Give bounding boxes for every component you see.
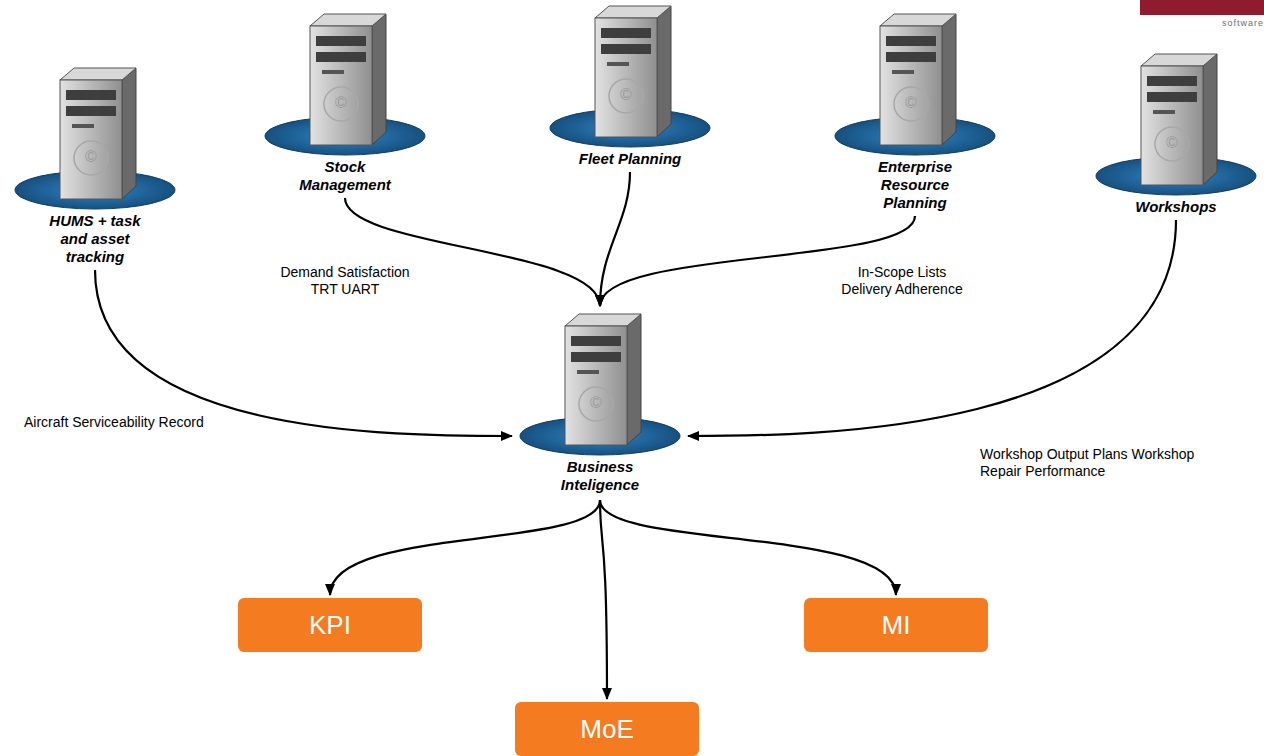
drive-bay — [571, 352, 621, 362]
server-side — [942, 14, 956, 145]
system-label: Fleet Planning — [550, 150, 710, 168]
flow-label: Aircraft Serviceability Record — [22, 414, 206, 431]
server-front — [880, 26, 942, 145]
watermark-ring — [609, 79, 643, 113]
watermark: © — [85, 148, 97, 166]
server-top — [880, 14, 956, 26]
drive-slot — [607, 62, 629, 66]
drive-slot — [322, 70, 344, 74]
server-icon — [830, 8, 1000, 158]
system-label: Enterprise Resource Planning — [863, 158, 967, 212]
drive-slot — [72, 124, 94, 128]
output-box: KPI — [238, 598, 422, 652]
output-label: MI — [882, 610, 911, 641]
data-flow-arrow — [600, 500, 607, 699]
flow-label: Workshop Output Plans Workshop Repair Pe… — [978, 446, 1197, 480]
watermark-ring — [74, 141, 108, 175]
output-label: MoE — [580, 714, 633, 745]
server-top — [595, 6, 671, 18]
watermark-ring — [1155, 127, 1189, 161]
server-front — [565, 326, 627, 445]
server-node: Fleet Planning — [545, 0, 715, 168]
system-label: HUMS + task and asset tracking — [39, 212, 151, 266]
watermark: © — [590, 394, 602, 412]
server-front — [595, 18, 657, 137]
server-front — [310, 26, 372, 145]
watermark-ring — [894, 87, 928, 121]
server-top — [310, 14, 386, 26]
server-node: Workshops — [1091, 48, 1261, 216]
flow-label: In-Scope Lists Delivery Adherence — [832, 264, 972, 298]
data-flow-arrow — [688, 220, 1176, 436]
server-side — [1203, 54, 1217, 185]
drive-bay — [886, 36, 936, 46]
drive-slot — [577, 370, 599, 374]
watermark: © — [1166, 134, 1178, 152]
drive-bay — [1147, 92, 1197, 102]
system-label: Business Inteligence — [540, 458, 660, 494]
server-icon — [545, 0, 715, 150]
drive-bay — [1147, 76, 1197, 86]
server-top — [1141, 54, 1217, 66]
server-side — [657, 6, 671, 137]
output-label: KPI — [309, 610, 351, 641]
output-box: MoE — [515, 702, 699, 756]
brand-text: software — [1222, 18, 1264, 28]
server-side — [372, 14, 386, 145]
drive-bay — [66, 106, 116, 116]
server-icon — [1091, 48, 1261, 198]
drive-bay — [886, 52, 936, 62]
system-label: Stock Management — [285, 158, 405, 194]
drive-bay — [571, 336, 621, 346]
watermark: © — [335, 94, 347, 112]
watermark: © — [905, 94, 917, 112]
data-flow-arrow — [330, 500, 600, 595]
drive-slot — [1153, 110, 1175, 114]
drive-bay — [316, 52, 366, 62]
server-icon — [260, 8, 430, 158]
server-front — [60, 80, 122, 199]
watermark: © — [620, 86, 632, 104]
system-label: Workshops — [1116, 198, 1236, 216]
server-side — [627, 314, 641, 445]
drive-bay — [316, 36, 366, 46]
drive-bay — [601, 44, 651, 54]
data-flow-arrow — [600, 500, 896, 595]
watermark-ring — [324, 87, 358, 121]
flow-label: Demand Satisfaction TRT UART — [268, 264, 422, 298]
server-icon — [515, 308, 685, 458]
brand-bar — [1140, 0, 1264, 15]
server-front — [1141, 66, 1203, 185]
drive-bay — [66, 90, 116, 100]
server-icon — [10, 62, 180, 212]
watermark-ring — [579, 387, 613, 421]
drive-slot — [892, 70, 914, 74]
drive-bay — [601, 28, 651, 38]
server-top — [60, 68, 136, 80]
output-box: MI — [804, 598, 988, 652]
server-side — [122, 68, 136, 199]
server-top — [565, 314, 641, 326]
